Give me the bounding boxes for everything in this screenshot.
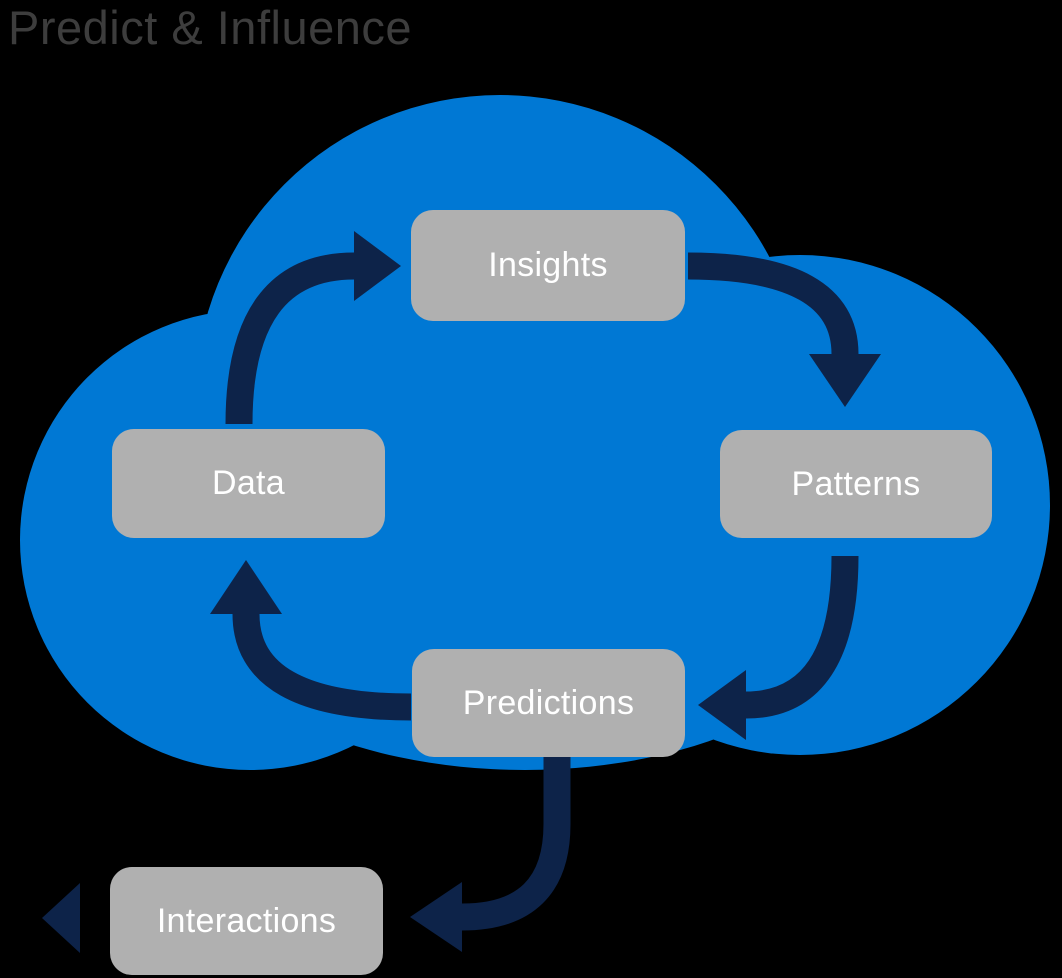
node-insights-label: Insights [488, 246, 608, 284]
arrow-interactions-left-head [42, 883, 80, 953]
arrow-data-to-insights [225, 231, 401, 425]
arrow-predictions-to-data-head [210, 560, 282, 614]
arrow-patterns-to-predictions-shaft [745, 555, 859, 719]
arrow-insights-to-patterns [687, 252, 881, 407]
node-interactions-label: Interactions [156, 901, 337, 940]
node-interactions: Interactions [110, 867, 383, 975]
arrow-predictions-to-interactions [410, 754, 571, 952]
node-data: Data [112, 429, 385, 538]
arrow-data-to-insights-head [354, 231, 401, 301]
arrow-predictions-to-interactions-shaft [461, 754, 571, 931]
arrow-insights-to-patterns-head [809, 354, 881, 407]
arrow-predictions-to-interactions-head [410, 882, 462, 952]
node-predictions-label: Predictions [462, 683, 635, 722]
page-title: Predict & Influence [8, 1, 412, 54]
node-patterns-label: Patterns [791, 464, 921, 503]
arrow-predictions-to-data-shaft [232, 613, 412, 721]
arrow-patterns-to-predictions-head [698, 670, 746, 740]
arrow-insights-to-patterns-shaft [687, 252, 859, 355]
arrow-patterns-to-predictions [698, 555, 859, 740]
node-predictions: Predictions [412, 649, 685, 757]
node-patterns: Patterns [720, 430, 992, 538]
node-insights: Insights [411, 210, 685, 321]
node-data-label: Data [211, 464, 286, 502]
arrow-data-to-insights-shaft [225, 252, 355, 425]
arrow-predictions-to-data [210, 560, 412, 721]
